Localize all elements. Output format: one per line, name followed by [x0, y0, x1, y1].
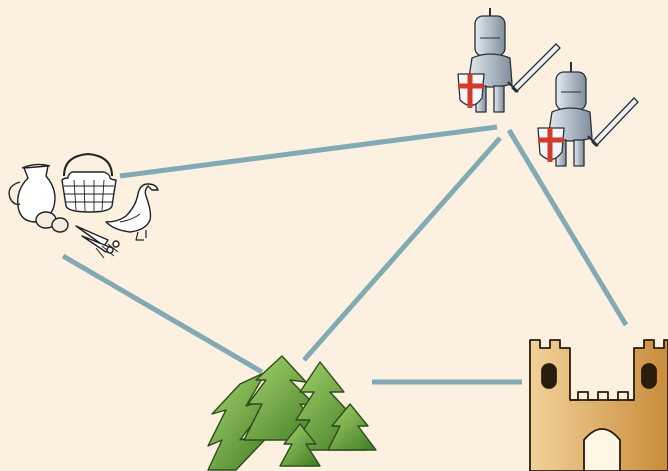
- goose-icon: [105, 183, 159, 241]
- tree-icon: [279, 423, 321, 467]
- edge-knights-castle: [506, 128, 629, 327]
- onion-icon: [35, 211, 69, 233]
- edge-goods-knights: [119, 124, 498, 179]
- tree-icon: [327, 403, 377, 451]
- tree-icon: [207, 371, 277, 471]
- basket-icon: [61, 153, 117, 213]
- knight-icon: [537, 62, 639, 167]
- edges: [61, 124, 629, 385]
- knights-icon: [457, 8, 639, 167]
- edge-knights-forest: [302, 136, 502, 362]
- edge-goods-forest: [61, 253, 264, 375]
- vegetables-icon: [75, 225, 120, 259]
- castle-icon: [529, 339, 668, 471]
- market-goods-icon: [8, 153, 159, 259]
- knight-icon: [457, 8, 561, 113]
- forest-icon: [207, 355, 377, 471]
